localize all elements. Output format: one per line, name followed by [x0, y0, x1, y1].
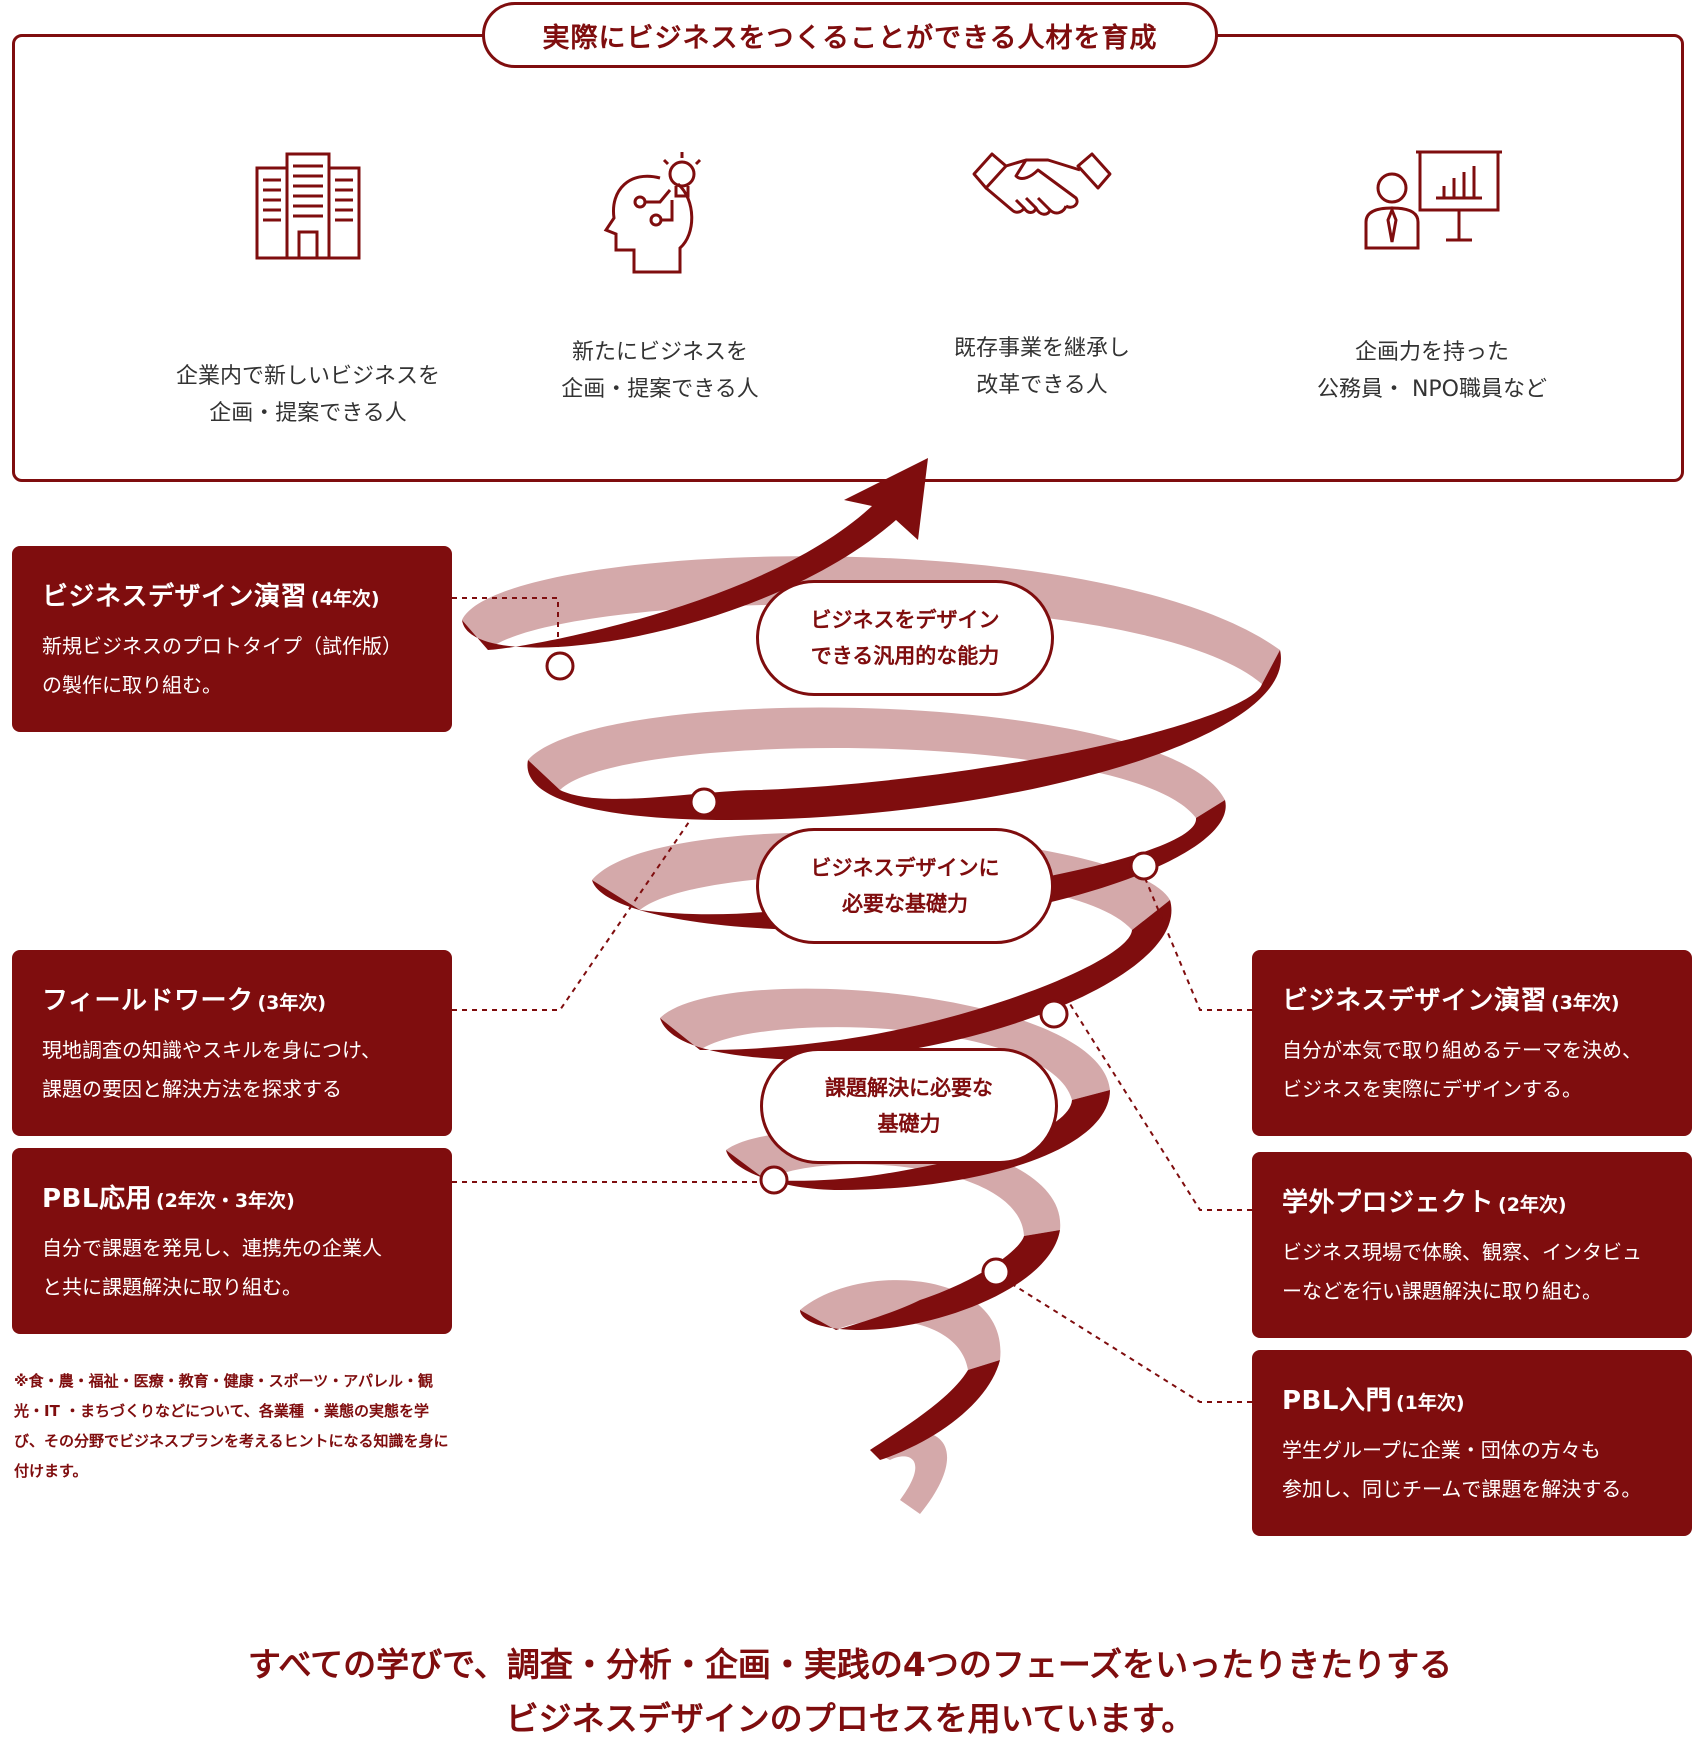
stage-description: ビジネス現場で体験、観察、インタビューなどを行い課題解決に取り組む。 — [1282, 1240, 1642, 1303]
stage-year: (3年次) — [1551, 992, 1620, 1014]
ability-label-general: ビジネスをデザインできる汎用的な能力 — [756, 580, 1054, 696]
stage-connectors — [452, 597, 1252, 1403]
talent-description: 新たにビジネスを企画・提案できる人 — [561, 340, 759, 402]
stage-name: フィールドワーク — [42, 986, 254, 1016]
stage-name: PBL入門 — [1282, 1386, 1392, 1416]
talent-item-new-business: 新たにビジネスを企画・提案できる人 — [470, 150, 850, 408]
stage-year: (2年次) — [1498, 1194, 1567, 1216]
stage-description: 現地調査の知識やスキルを身につけ、課題の要因と解決方法を探求する — [42, 1038, 381, 1101]
handshake-icon — [972, 152, 1112, 216]
talent-item-corporate: 企業内で新しいビジネスを企画・提案できる人 — [118, 150, 498, 432]
talent-item-public-sector: 企画力を持った公務員・ NPO職員など — [1242, 150, 1622, 408]
stage-description: 新規ビジネスのプロトタイプ（試作版）の製作に取り組む。 — [42, 634, 402, 697]
office-building-icon — [255, 152, 361, 260]
stage-name: 学外プロジェクト — [1282, 1188, 1495, 1218]
talent-description: 企業内で新しいビジネスを企画・提案できる人 — [175, 364, 440, 426]
talent-description: 企画力を持った公務員・ NPO職員など — [1316, 340, 1548, 402]
stage-description: 自分で課題を発見し、連携先の企業人と共に課題解決に取り組む。 — [42, 1236, 382, 1299]
stage-pbl-applied: PBL応用(2年次・3年次) 自分で課題を発見し、連携先の企業人と共に課題解決に… — [12, 1148, 452, 1334]
goal-title: 実際にビジネスをつくることができる人材を育成 — [482, 2, 1218, 68]
ability-label-problem-solving-basics: 課題解決に必要な基礎力 — [760, 1048, 1058, 1164]
stage-pbl-intro: PBL入門(1年次) 学生グループに企業・団体の方々も参加し、同じチームで課題を… — [1252, 1350, 1692, 1536]
stage-name: ビジネスデザイン演習 — [42, 582, 308, 612]
talent-description: 既存事業を継承し改革できる人 — [953, 336, 1130, 398]
closing-statement: すべての学びで、調査・分析・企画・実践の4つのフェーズをいったりきたりする ビジ… — [247, 1645, 1453, 1738]
stage-external-project: 学外プロジェクト(2年次) ビジネス現場で体験、観察、インタビューなどを行い課題… — [1252, 1152, 1692, 1338]
stage-fieldwork: フィールドワーク(3年次) 現地調査の知識やスキルを身につけ、課題の要因と解決方… — [12, 950, 452, 1136]
stage-description: 学生グループに企業・団体の方々も参加し、同じチームで課題を解決する。 — [1282, 1438, 1642, 1501]
stage-description: 自分が本気で取り組めるテーマを決め、ビジネスを実際にデザインする。 — [1282, 1038, 1642, 1101]
stage-business-design-4th-year: ビジネスデザイン演習(4年次) 新規ビジネスのプロトタイプ（試作版）の製作に取り… — [12, 546, 452, 732]
footnote: ※食・農・福祉・医療・教育・健康・スポーツ・アパレル・観光・IT ・まちづくりな… — [14, 1372, 449, 1480]
spiral-front-segments — [462, 458, 1281, 1460]
head-lightbulb-icon — [603, 152, 702, 274]
talent-item-reform: 既存事業を継承し改革できる人 — [852, 150, 1232, 404]
presenter-chart-icon — [1364, 150, 1502, 250]
stage-year: (2年次・3年次) — [155, 1190, 295, 1212]
stage-name: ビジネスデザイン演習 — [1282, 986, 1548, 1016]
stage-name: PBL応用 — [42, 1184, 152, 1214]
stage-business-design-3rd-year: ビジネスデザイン演習(3年次) 自分が本気で取り組めるテーマを決め、ビジネスを実… — [1252, 950, 1692, 1136]
stage-year: (1年次) — [1395, 1392, 1465, 1414]
stage-year: (4年次) — [311, 588, 380, 610]
stage-year: (3年次) — [257, 992, 327, 1014]
stage-markers — [545, 651, 1159, 1287]
ability-label-business-design-basics: ビジネスデザインに必要な基礎力 — [756, 828, 1054, 944]
